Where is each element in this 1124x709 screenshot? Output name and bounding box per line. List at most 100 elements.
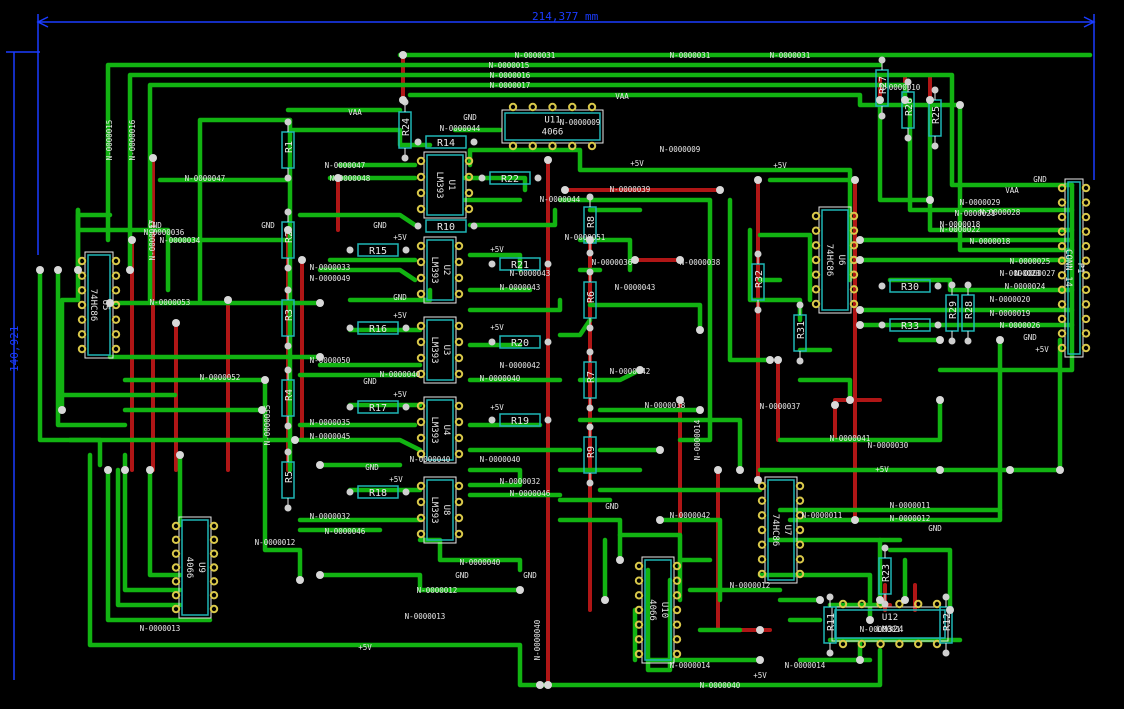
pad [346,403,354,411]
component-ref-label: U9 [196,562,206,573]
net-label: N-0000019 [990,309,1031,318]
net-label: N-0000012 [890,514,931,523]
net-label: N-0000017 [490,81,531,90]
resistor-label: R2 [284,231,295,243]
pad [171,521,181,531]
via [536,681,544,689]
via [656,446,664,454]
component-value-label: 4066 [647,599,657,621]
component-value-label: 74HC86 [88,289,98,322]
pad [454,257,464,267]
pad [838,639,848,649]
pad [77,300,87,310]
pad [795,496,805,505]
pad [416,369,426,379]
pad [454,337,464,347]
pad [284,342,292,350]
net-label: N-0000018 [970,237,1011,246]
net-label: N-0000035 [310,418,351,427]
net-label: N-0000053 [150,298,191,307]
net-label: N-0000042 [610,367,651,376]
pad [528,141,537,151]
resistor-label: R14 [437,138,455,149]
resistor-label: R6 [586,291,597,303]
via [946,606,954,614]
pad [672,561,682,571]
via [399,51,407,59]
pad [171,549,181,558]
component-value-label: LM324 [876,625,903,635]
pad [857,599,866,609]
pad [634,620,644,629]
pad [416,241,426,251]
pad [1081,212,1091,222]
pad [964,337,972,345]
resistor-label: R30 [901,282,919,293]
resistor-r23: R23 [878,544,892,608]
net-label: N-0000001 [860,625,901,634]
via [636,366,644,374]
net-label: N-0000031 [670,51,711,60]
resistor-label: R17 [369,403,387,414]
via [856,306,864,314]
pad [284,286,292,294]
pad [672,576,682,585]
component-ref-label: U3 [441,345,451,356]
pad [77,330,87,339]
via [1006,466,1014,474]
pad [548,141,557,151]
pad [77,256,87,266]
resistor-r27: R27 [875,56,889,120]
pad [672,635,682,644]
resistor-r19: R19 [488,413,552,427]
pad [948,281,956,289]
via [616,556,624,564]
net-label: N-0000046 [510,489,551,498]
resistor-r32: R32 [751,250,765,314]
pad [568,141,577,151]
net-label: N-0000016 [128,119,137,160]
net-label: N-0000025 [1010,257,1051,266]
via [516,586,524,594]
resistor-r10: R10 [414,219,478,233]
pad [284,174,292,182]
pad [544,260,552,268]
pad [111,286,121,295]
via [926,196,934,204]
resistor-r22: R22 [478,171,542,185]
pad [1057,343,1067,353]
via [106,299,114,307]
resistor-label: R20 [511,338,529,349]
resistor-r8: R8 [583,193,597,257]
component-value-label: LM393 [429,416,439,443]
via [876,596,884,604]
net-label: N-0000031 [770,51,811,60]
pad [416,289,426,299]
resistor-label: R10 [437,222,455,233]
via [258,406,266,414]
net-label: N-0000026 [1000,321,1041,330]
net-label: N-0000016 [490,71,531,80]
net-label: N-0000045 [310,432,351,441]
pad [528,102,537,112]
pad [849,270,859,279]
via [631,256,639,264]
net-label: GND [1033,175,1047,184]
pad [826,649,834,657]
pad [209,535,219,545]
net-label: N-0000039 [610,185,651,194]
pad [1081,183,1091,193]
pad [454,433,464,443]
pad [508,102,518,112]
pad [416,156,426,166]
pad [795,525,805,535]
pad [934,282,942,290]
pad [634,635,644,644]
pad [416,513,426,523]
net-label: N-0000020 [990,295,1031,304]
net-label: +5V [1035,345,1049,354]
resistor-r21: R21 [488,257,552,271]
pad [672,620,682,629]
via [126,266,134,274]
